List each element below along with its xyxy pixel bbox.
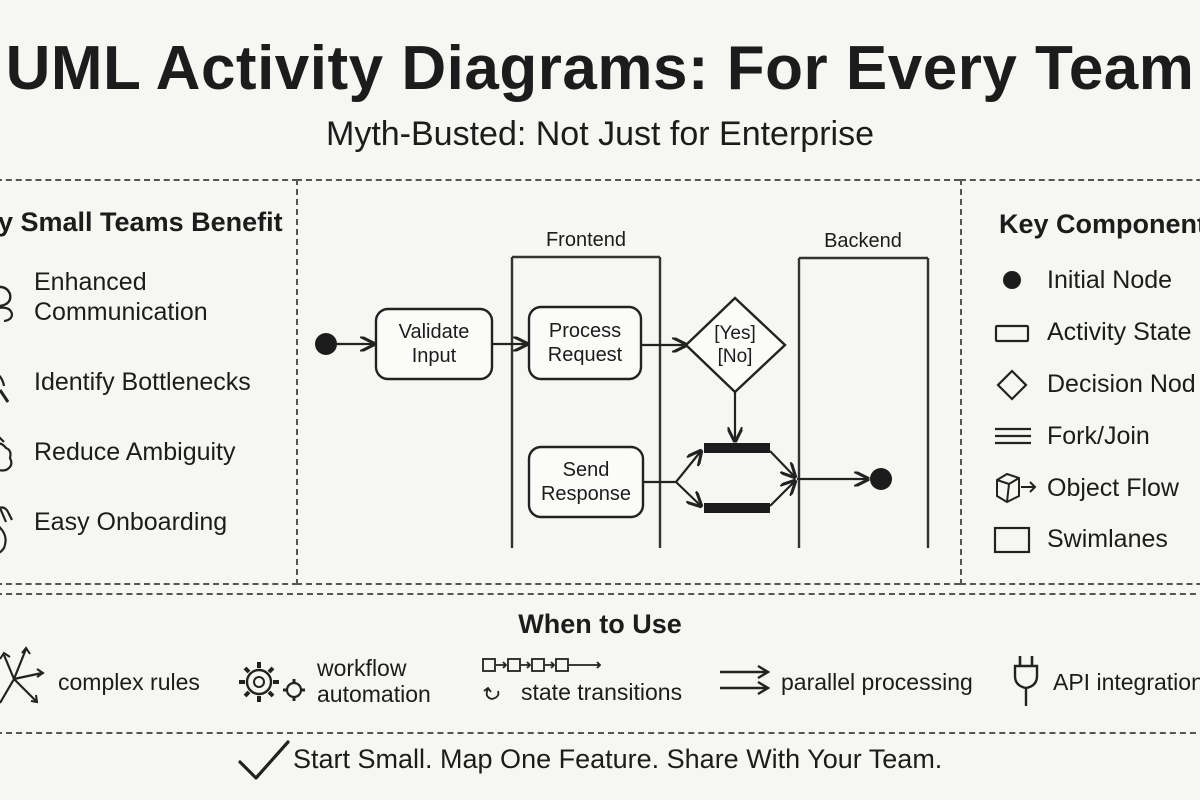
join-bar	[704, 503, 770, 513]
fork-join-icon	[995, 427, 1031, 445]
usage-complex-rules: complex rules	[58, 669, 200, 695]
send-response-label: Send Response	[540, 459, 632, 505]
diagram-panel	[296, 179, 960, 585]
component-activity-state: Activity State	[1047, 318, 1192, 346]
benefits-panel	[0, 179, 298, 585]
activity-state-icon	[994, 324, 1030, 343]
component-decision-node: Decision Nod	[1047, 370, 1196, 398]
component-swimlanes: Swimlanes	[1047, 525, 1168, 553]
benefit-bottlenecks: Identify Bottlenecks	[34, 368, 251, 396]
usage-heading: When to Use	[518, 609, 682, 639]
footer-call-to-action: Start Small. Map One Feature. Share With…	[293, 744, 943, 774]
backend-lane-label: Backend	[824, 230, 902, 252]
benefit-ambiguity: Reduce Ambiguity	[34, 438, 236, 466]
process-request-label: Process Request	[547, 320, 623, 366]
component-object-flow: Object Flow	[1047, 474, 1179, 502]
plug-icon	[1013, 656, 1039, 706]
validate-input-label: Validate Input	[398, 321, 470, 367]
gears-icon	[239, 662, 305, 702]
final-node	[870, 468, 892, 490]
backend-swimlane	[797, 256, 930, 548]
usage-parallel-processing: parallel processing	[781, 669, 973, 695]
usage-api-integration: API integration	[1053, 669, 1200, 695]
components-panel	[960, 179, 1200, 585]
flow-arrow	[643, 451, 701, 484]
components-heading: Key Component	[999, 209, 1200, 239]
parallel-arrows-icon	[720, 664, 771, 696]
flow-arrow	[769, 481, 795, 507]
component-initial-node: Initial Node	[1047, 266, 1173, 294]
puzzle-icon	[0, 436, 13, 472]
object-flow-icon	[996, 472, 1037, 504]
magnifier-icon	[0, 374, 10, 403]
fork-bar	[704, 443, 770, 453]
initial-node-icon	[1003, 271, 1021, 289]
page-subtitle: Myth-Busted: Not Just for Enterprise	[326, 115, 874, 153]
decision-node-icon	[996, 369, 1028, 401]
benefit-communication: Enhanced Communication	[34, 268, 208, 326]
checkmark-icon	[238, 740, 290, 780]
hand-icon	[0, 506, 13, 554]
benefits-heading: y Small Teams Benefit	[0, 207, 283, 237]
frontend-swimlane	[510, 255, 662, 548]
frontend-lane-label: Frontend	[545, 229, 627, 251]
usage-panel	[0, 593, 1200, 734]
decision-label: [Yes] [No]	[714, 323, 756, 367]
branching-arrows-icon	[0, 646, 45, 704]
speech-bubbles-icon	[0, 285, 14, 323]
component-fork-join: Fork/Join	[1047, 422, 1150, 450]
usage-state-transitions: state transitions	[521, 679, 683, 705]
flow-arrow	[675, 481, 701, 506]
process-request-box	[527, 305, 643, 381]
state-chain-icon	[482, 658, 602, 700]
initial-node	[315, 333, 337, 355]
usage-workflow-automation: workflow automation	[317, 655, 431, 707]
benefit-onboarding: Easy Onboarding	[34, 508, 228, 536]
page-title: UML Activity Diagrams: For Every Team	[5, 34, 1195, 103]
swimlanes-icon	[993, 526, 1031, 554]
flow-arrow	[769, 450, 795, 477]
